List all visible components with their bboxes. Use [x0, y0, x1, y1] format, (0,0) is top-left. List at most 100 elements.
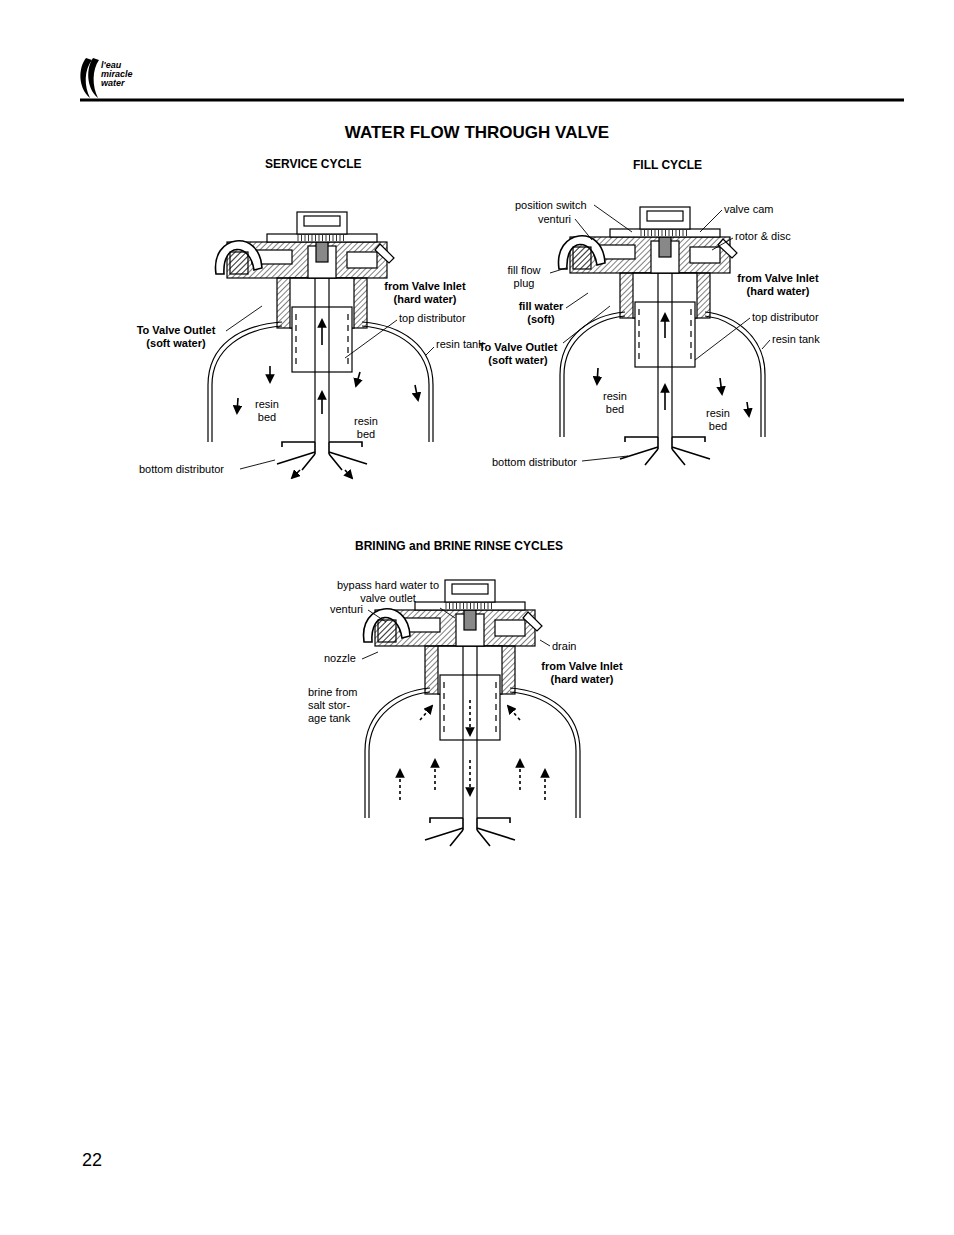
motor [640, 207, 690, 229]
part-label: resin bed [597, 390, 633, 416]
leader-line [575, 219, 592, 240]
gear-tooth [641, 230, 642, 236]
gear-tooth [319, 235, 320, 241]
inlet-pipe [718, 239, 737, 258]
leader-line [700, 210, 722, 232]
part-label: top distributor [399, 312, 466, 325]
top-distributor [635, 302, 695, 367]
flow-arrow [321, 392, 323, 414]
part-label: drain [552, 640, 576, 653]
leader-line [582, 456, 628, 461]
gear-tooth [467, 603, 468, 609]
part-label: resin tank [436, 338, 484, 351]
slot [495, 682, 496, 688]
slot [495, 715, 496, 721]
part-label: resin tank [772, 333, 820, 346]
riser-tube [671, 247, 672, 437]
slot [638, 331, 639, 337]
rotor-disc [659, 237, 671, 257]
flow-label: bypass hard water to valve outlet [333, 579, 443, 605]
slot [295, 314, 296, 320]
gear-tooth [333, 235, 334, 241]
gear-tooth [453, 603, 454, 609]
gear-tooth [298, 235, 299, 241]
leader-line [695, 318, 750, 360]
leader-line [240, 460, 275, 469]
leader-line [594, 205, 632, 232]
slot [638, 353, 639, 359]
flow-arrow [720, 378, 722, 394]
logo-mark [80, 58, 99, 98]
motor [445, 580, 495, 602]
slot [495, 704, 496, 710]
gear-plate [610, 229, 720, 237]
venturi [230, 252, 248, 274]
bottom-distributor [425, 818, 515, 846]
riser-tube [476, 620, 477, 818]
top-distributor [292, 307, 352, 372]
slot [347, 325, 348, 331]
flow-label: from Valve Inlet (hard water) [532, 660, 632, 686]
part-label: valve cam [724, 203, 774, 216]
rotor-disc [464, 610, 476, 630]
venturi [573, 247, 591, 269]
leader-line [362, 652, 378, 659]
riser-tube [314, 252, 315, 442]
tank-wall [369, 692, 430, 818]
gear-tooth [305, 235, 306, 241]
slot [638, 309, 639, 315]
part-label: resin bed [249, 398, 285, 424]
gear-plate [415, 602, 525, 610]
gear-tooth [470, 603, 471, 609]
slot [443, 682, 444, 688]
leader-line [566, 293, 588, 308]
leader-line [762, 340, 770, 349]
flow-arrow [237, 398, 238, 413]
leader-lines [550, 205, 770, 461]
gear-tooth [329, 235, 330, 241]
flow-arrow [747, 402, 749, 416]
gear-tooth [463, 603, 464, 609]
flow-arrow [292, 470, 300, 478]
slot [690, 309, 691, 315]
part-label: nozzle [324, 652, 356, 665]
valve-chamber [690, 247, 720, 263]
tank-wall [560, 312, 625, 437]
leader-lines [226, 306, 434, 469]
gear-tooth [672, 230, 673, 236]
gear-tooth [301, 235, 302, 241]
motor-cap [647, 211, 683, 221]
bottom-distributor [277, 442, 367, 470]
flow-arrow [508, 706, 520, 720]
motor-cap [452, 584, 488, 594]
gear-tooth [669, 230, 670, 236]
section-title: BRINING and BRINE RINSE CYCLES [355, 539, 563, 553]
gear-tooth [336, 235, 337, 241]
gear-tooth [326, 235, 327, 241]
part-label: bottom distributor [139, 463, 224, 476]
flow-arrows [237, 320, 418, 478]
slot [295, 347, 296, 353]
valve-illustration [550, 205, 770, 465]
gear-tooth [312, 235, 313, 241]
gear-tooth [644, 230, 645, 236]
top-distributor [440, 675, 500, 740]
riser-tube [657, 247, 658, 437]
flow-arrow [269, 366, 271, 382]
flow-arrow [345, 470, 352, 478]
leader-line [440, 608, 455, 618]
gear-tooth [343, 235, 344, 241]
part-label: position switch [515, 199, 587, 212]
slot [443, 704, 444, 710]
tank-wall [510, 688, 580, 818]
gear-tooth [491, 603, 492, 609]
part-label: fill flow plug [498, 264, 550, 290]
flow-label: To Valve Outlet (soft water) [468, 341, 568, 367]
leader-line [226, 306, 262, 331]
part-label: top distributor [752, 311, 819, 324]
leader-line [563, 306, 610, 343]
flow-arrow [664, 385, 666, 410]
leader-lines [362, 608, 550, 659]
section-title: FILL CYCLE [633, 158, 702, 172]
slot [443, 726, 444, 732]
